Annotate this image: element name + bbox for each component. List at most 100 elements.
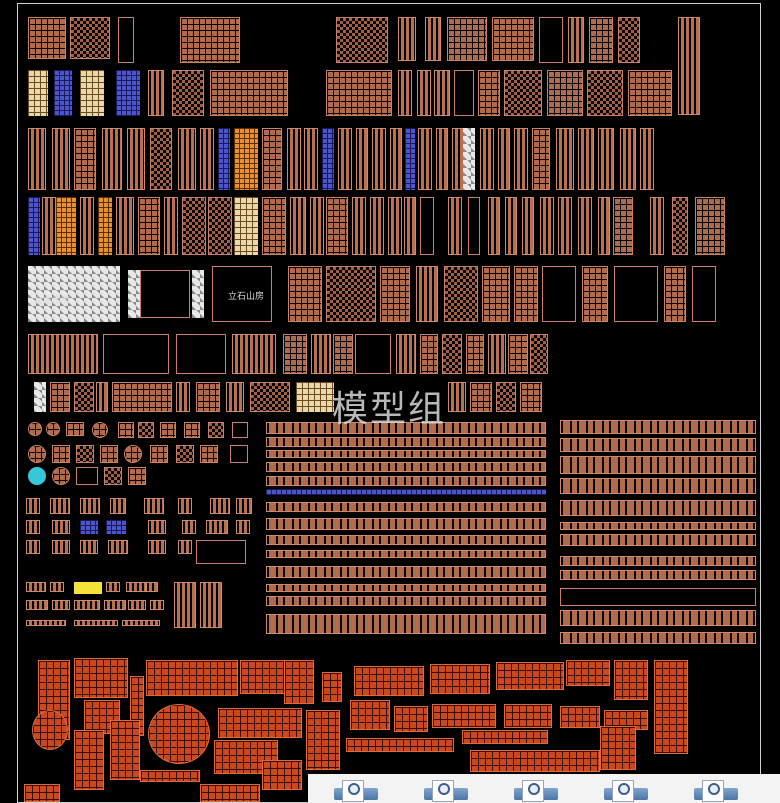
ornament-tile [234, 197, 258, 255]
ornament-tile [504, 70, 542, 116]
ornament-tile [462, 730, 548, 744]
ornament-tile [52, 128, 70, 190]
ornament-tile [530, 334, 548, 374]
ornament-tile [28, 266, 120, 322]
ornament-tile [66, 422, 84, 436]
ornament-tile [504, 704, 552, 728]
cad-file-icon[interactable] [508, 777, 568, 802]
ornament-tile [128, 270, 140, 318]
ornament-tile [614, 660, 648, 700]
ornament-tile [150, 600, 164, 610]
ornament-tile [628, 70, 672, 116]
ornament-tile [56, 197, 76, 255]
ornament-tile [80, 520, 98, 534]
ornament-tile [432, 704, 496, 728]
ornament-tile [148, 520, 166, 534]
ornament-tile [520, 382, 542, 412]
ornament-tile [578, 197, 592, 255]
ornament-tile [80, 197, 94, 255]
ornament-tile [28, 70, 48, 116]
ornament-tile [236, 520, 250, 534]
ornament-tile [146, 582, 158, 592]
ornament-tile [388, 197, 402, 255]
ornament-tile [208, 422, 224, 438]
ornament-tile [200, 445, 218, 463]
ornament-tile [138, 197, 160, 255]
ornament-tile [196, 540, 246, 564]
ornament-tile [398, 17, 416, 61]
ornament-tile [26, 620, 66, 626]
ornament-tile [380, 266, 410, 322]
ornament-tile [654, 660, 688, 754]
cad-file-icon[interactable] [688, 777, 748, 802]
ornament-tile [560, 610, 756, 626]
ornament-tile [26, 600, 48, 610]
ornament-tile [226, 382, 244, 412]
ornament-tile [304, 128, 318, 190]
ornament-tile [218, 128, 230, 190]
ornament-tile [614, 266, 658, 322]
ornament-tile [532, 128, 550, 190]
ornament-tile [266, 450, 546, 458]
ornament-tile [103, 334, 169, 374]
ornament-tile [266, 596, 546, 606]
ornament-tile [430, 664, 490, 694]
ornament-tile [116, 197, 134, 255]
ornament-tile [26, 582, 46, 592]
ornament-tile [598, 128, 614, 190]
cad-file-icon[interactable] [598, 777, 658, 802]
ornament-tile [176, 382, 190, 412]
ornament-tile [128, 600, 146, 610]
ornament-tile [250, 382, 290, 412]
ornament-tile [266, 462, 546, 472]
ornament-tile [184, 422, 200, 438]
ornament-tile [52, 445, 70, 463]
ornament-tile [322, 672, 342, 702]
ornament-tile [236, 498, 252, 514]
ornament-tile [560, 438, 756, 452]
ornament-tile [290, 197, 306, 255]
ornament-tile [478, 70, 500, 116]
ornament-tile [74, 730, 104, 790]
ornament-tile [560, 632, 756, 644]
ornament-tile [390, 128, 402, 190]
ornament-tile [212, 266, 272, 322]
ornament-tile [174, 582, 196, 628]
ornament-tile [560, 478, 756, 494]
ornament-tile [568, 17, 584, 63]
ornament-tile [74, 582, 102, 594]
ornament-tile [287, 128, 301, 190]
ornament-tile [322, 128, 334, 190]
ornament-tile [470, 382, 492, 412]
cad-file-icon[interactable] [328, 777, 388, 802]
ornament-tile [148, 70, 164, 116]
ornament-tile [522, 197, 534, 255]
cad-file-icon[interactable] [418, 777, 478, 802]
ornament-tile [505, 197, 517, 255]
ornament-tile [148, 540, 166, 554]
ornament-tile [26, 498, 40, 514]
ornament-tile [96, 382, 108, 412]
ornament-tile [128, 467, 146, 485]
ornament-tile [112, 382, 172, 412]
ornament-tile [176, 334, 226, 374]
ornament-tile [144, 498, 164, 514]
ornament-tile [283, 334, 307, 374]
ornament-tile [598, 197, 610, 255]
ornament-tile [266, 476, 546, 486]
ornament-tile [74, 600, 100, 610]
ornament-tile [695, 197, 725, 255]
ornament-tile [560, 534, 756, 546]
ornament-tile [262, 128, 282, 190]
ornament-tile [160, 422, 176, 438]
ornament-tile [434, 70, 450, 116]
ornament-tile [150, 128, 172, 190]
ornament-tile [296, 382, 334, 412]
ornament-tile [74, 382, 94, 412]
ornament-tile [496, 662, 564, 690]
ornament-tile [560, 570, 756, 580]
ornament-tile [182, 197, 206, 255]
ornament-tile [560, 588, 756, 606]
ornament-tile [333, 334, 353, 374]
